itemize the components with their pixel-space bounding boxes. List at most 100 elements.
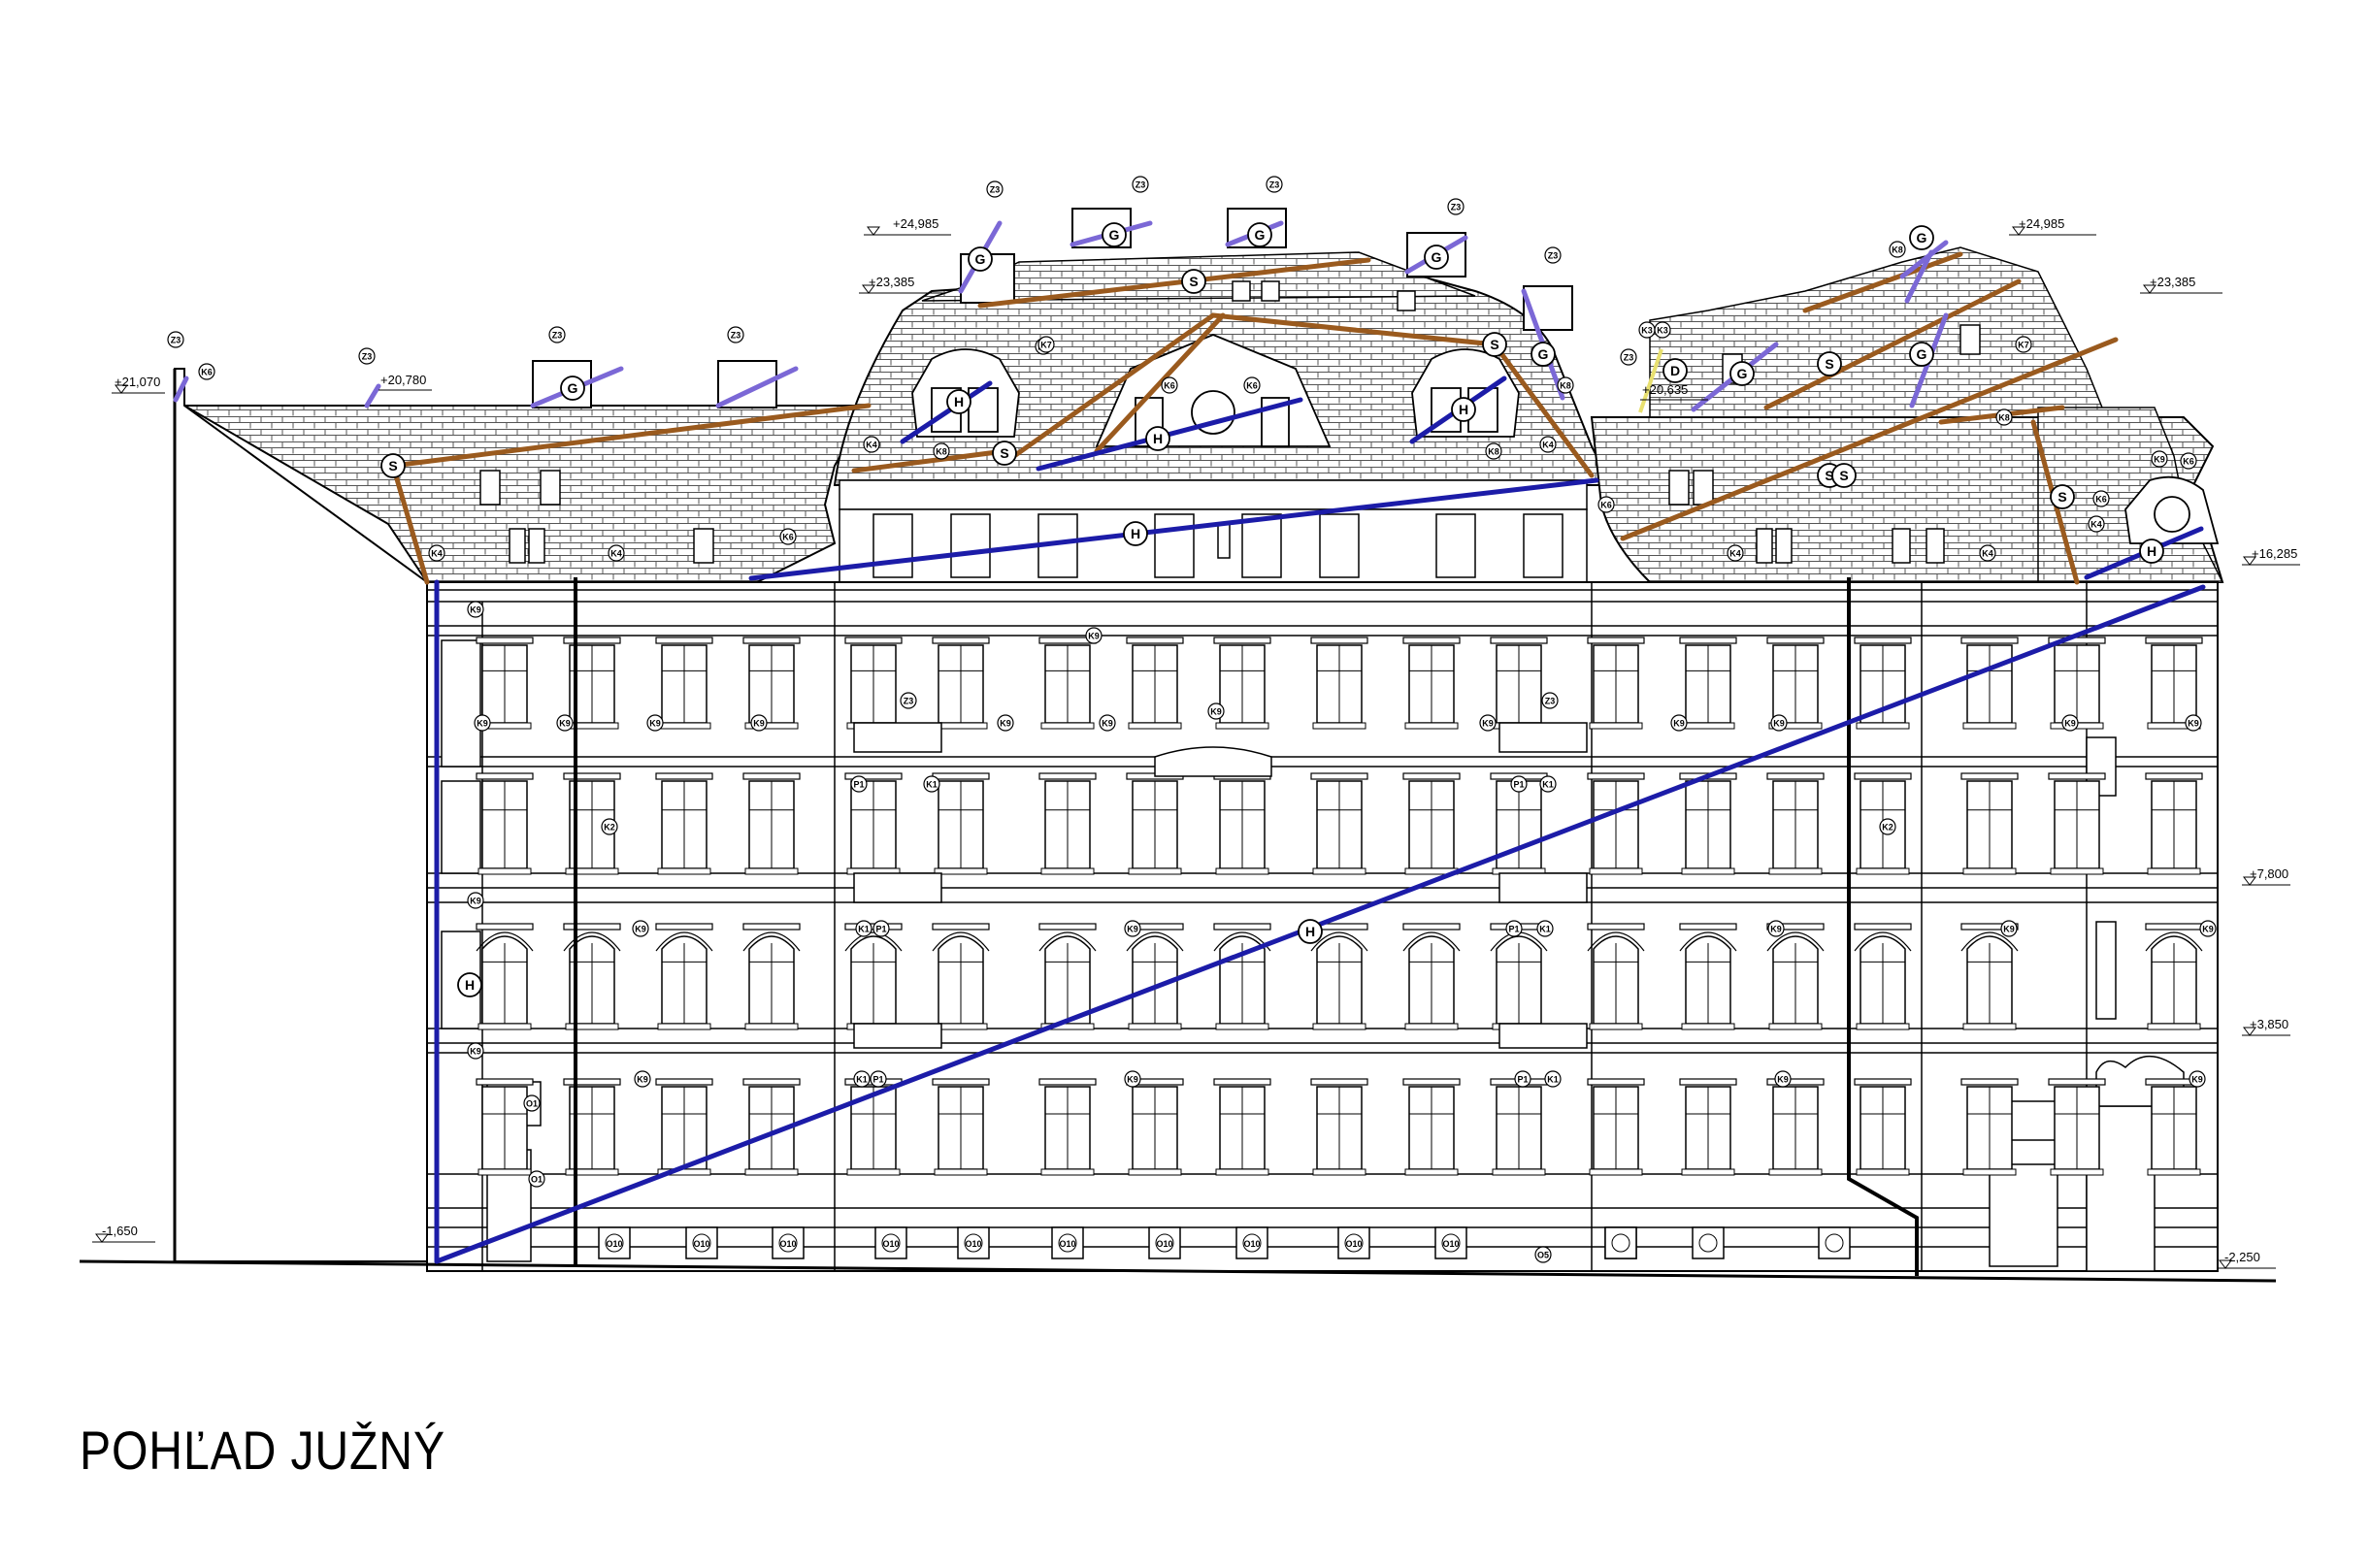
svg-text:K4: K4 [1729,549,1741,559]
level-label: +20,635 [1642,382,1688,397]
element-tag: O10 [1243,1239,1260,1249]
window [1126,1078,1184,1176]
svg-text:Z3: Z3 [1451,203,1462,212]
element-tag: K9 [1767,920,1785,937]
element-tag: K6 [1243,376,1261,394]
basement-window [1148,1226,1181,1259]
svg-text:K1: K1 [926,780,938,790]
level-marker: +23,385 [2140,275,2222,294]
circled-mark: G [968,246,993,272]
basement-window [1692,1226,1725,1259]
downpipes [574,577,1919,1276]
circled-mark: H [1123,521,1148,546]
basement-window [772,1226,805,1259]
window [1038,637,1097,730]
circled-mark: H [946,389,971,414]
circled-mark: H [1145,426,1170,451]
element-tag: Z3 [1447,198,1465,215]
level-marker: +24,985 [864,216,951,236]
window [2145,923,2203,1030]
element-tag: K9 [474,714,491,732]
svg-text:K9: K9 [2154,455,2165,465]
element-tag: K4 [863,436,880,453]
window [1213,637,1271,730]
svg-text:O10: O10 [606,1239,622,1249]
element-tag: K3 [1638,321,1656,339]
svg-text:K9: K9 [1000,719,1011,729]
element-tag: Z3 [548,326,566,343]
circled-mark: G [560,376,585,401]
element-tag: K9 [1085,627,1103,644]
element-tag: K6 [1597,496,1615,513]
svg-text:K2: K2 [1882,823,1893,833]
basement-window [1604,1226,1637,1259]
element-tag: K9 [2199,920,2217,937]
svg-text:K9: K9 [637,1075,648,1085]
window [1766,1078,1825,1176]
window [1587,923,1645,1030]
window [2048,772,2106,875]
svg-text:K8: K8 [1488,447,1499,457]
svg-text:D: D [1670,363,1680,378]
svg-text:O10: O10 [1345,1239,1362,1249]
level-label: +20,780 [380,373,426,387]
svg-text:Z3: Z3 [1545,697,1556,706]
element-tag: K6 [2092,490,2110,507]
svg-text:K9: K9 [2202,925,2214,934]
window [2048,1078,2106,1176]
svg-text:K4: K4 [1542,441,1554,450]
svg-text:O10: O10 [779,1239,796,1249]
window [476,772,534,875]
level-marker: +3,850 [2242,1017,2290,1036]
basement-window [1337,1226,1370,1259]
window [1679,1078,1737,1176]
svg-text:S: S [1000,445,1008,461]
element-tag: K9 [1770,714,1788,732]
element-tag: O1 [523,1094,541,1112]
svg-text:S: S [1825,356,1833,372]
svg-text:S: S [388,458,397,474]
window [844,772,903,875]
element-tag: K6 [779,528,797,545]
svg-text:O10: O10 [693,1239,709,1249]
element-tag: K2 [601,818,618,835]
svg-text:O1: O1 [531,1175,543,1185]
level-marker: +24,985 [2009,216,2096,236]
element-tag: P1 [872,920,890,937]
window [1854,923,1912,1030]
svg-text:K8: K8 [1892,245,1903,255]
svg-text:P1: P1 [1508,925,1519,934]
element-tag: K1 [853,1070,871,1088]
window [655,772,713,875]
element-tag: K4 [2088,515,2105,533]
svg-text:S: S [1189,274,1198,289]
svg-text:K9: K9 [470,1047,481,1057]
element-tag: K8 [1485,442,1502,460]
svg-text:G: G [1432,249,1442,265]
element-tag: O10 [1442,1239,1459,1249]
window [932,637,990,730]
svg-text:K9: K9 [753,719,765,729]
svg-text:Z3: Z3 [362,352,373,362]
window [1587,772,1645,875]
svg-text:K9: K9 [1770,925,1782,934]
element-tag: K9 [1124,920,1141,937]
svg-text:P1: P1 [872,1075,883,1085]
level-label: -2,250 [2224,1250,2260,1264]
element-tag: Z3 [1620,348,1637,366]
element-tag: K6 [2180,452,2197,470]
svg-text:K9: K9 [559,719,571,729]
element-tag: K9 [2061,714,2079,732]
window [655,637,713,730]
element-tag: P1 [1514,1070,1531,1088]
element-tag: P1 [870,1070,887,1088]
element-tag: K1 [1539,775,1557,793]
circled-mark: S [1831,463,1857,488]
element-tag: K6 [1161,376,1178,394]
window [1126,637,1184,730]
element-tag: K3 [1654,321,1671,339]
svg-text:K9: K9 [2191,1075,2203,1085]
basement-window [1434,1226,1467,1259]
